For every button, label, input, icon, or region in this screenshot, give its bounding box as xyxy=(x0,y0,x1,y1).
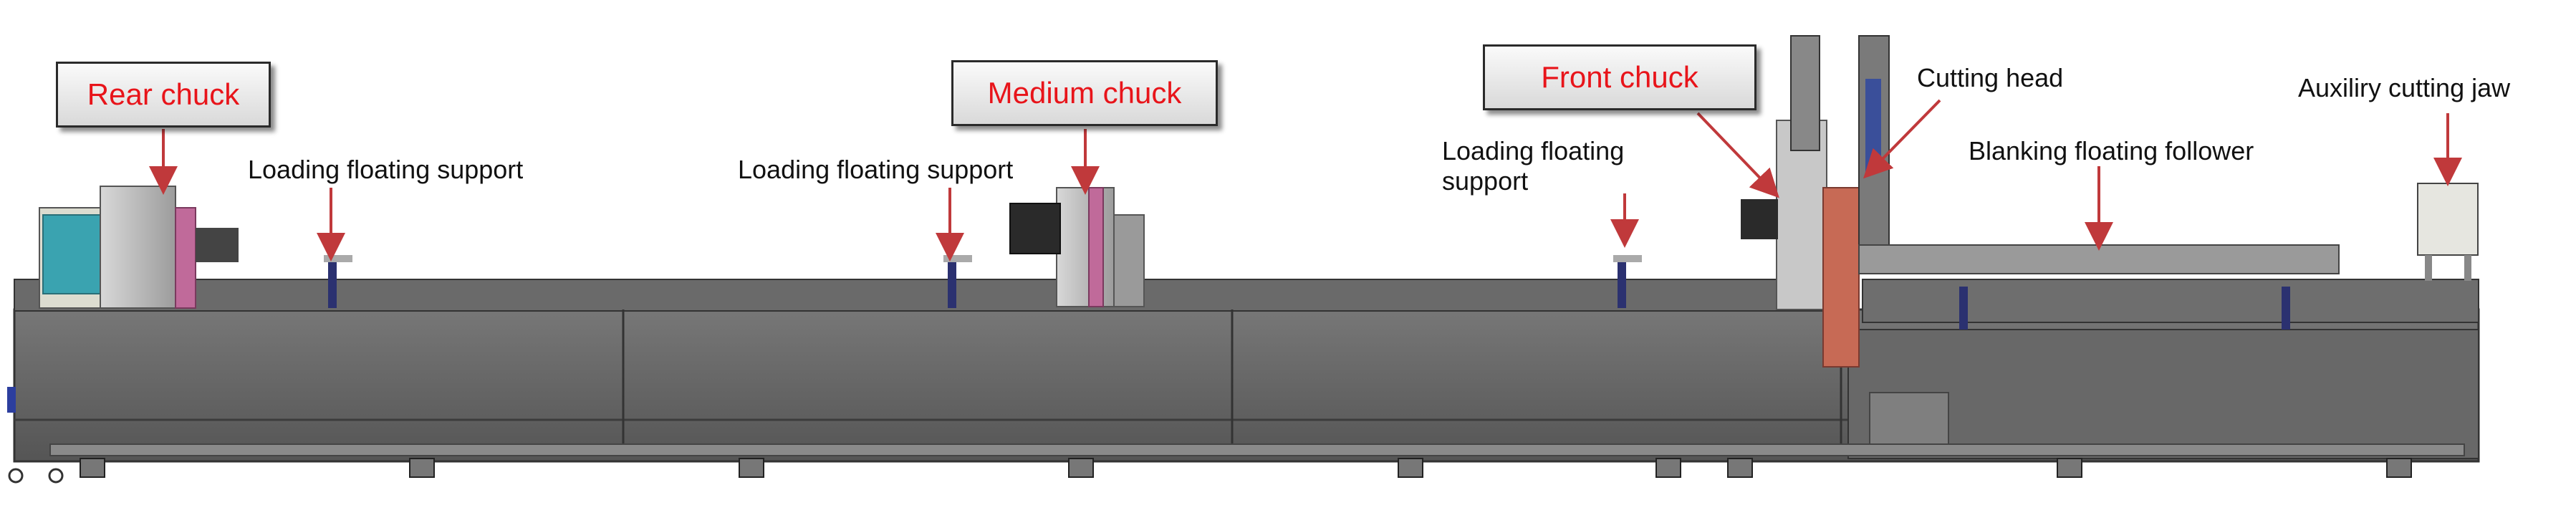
medium-chuck-label: Medium chuck xyxy=(951,60,1218,126)
blanking-floating-follower xyxy=(1858,244,2479,330)
front-chuck xyxy=(1741,120,1860,368)
loading-floating-support-label-1: Loading floating support xyxy=(248,155,524,184)
auxiliary-cutting-jaw-label: Auxiliry cutting jaw xyxy=(2298,73,2511,102)
machine-bed xyxy=(7,279,2480,463)
machine-feet xyxy=(8,458,2412,484)
loading-floating-support-label-3a: Loading floating xyxy=(1442,136,1625,165)
callout-arrows xyxy=(149,99,2462,261)
loading-floating-support-label-2: Loading floating support xyxy=(738,155,1014,184)
rear-chuck xyxy=(39,186,239,309)
rear-chuck-label: Rear chuck xyxy=(56,62,271,128)
cutting-head-label: Cutting head xyxy=(1917,63,2064,92)
auxiliary-cutting-jaw xyxy=(2417,183,2479,281)
loading-floating-support-label-3b: support xyxy=(1442,166,1529,196)
blanking-floating-follower-label: Blanking floating follower xyxy=(1969,136,2254,165)
front-chuck-label: Front chuck xyxy=(1483,44,1756,110)
loading-floating-support-3 xyxy=(1613,255,1642,308)
